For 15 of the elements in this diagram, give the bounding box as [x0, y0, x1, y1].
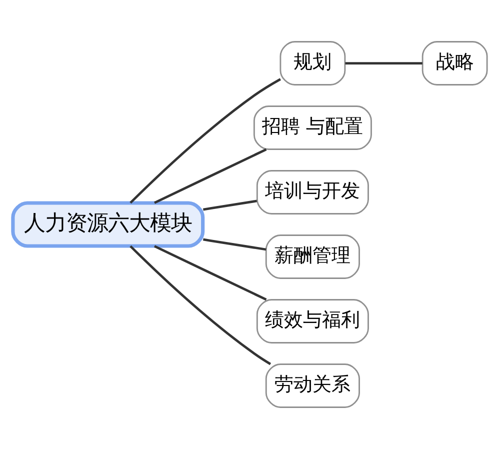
node-box: 招聘 与配置	[253, 106, 372, 150]
node-box: 培训与开发	[256, 170, 369, 214]
node-box: 人力资源六大模块	[11, 201, 205, 248]
node-box: 战略	[422, 41, 488, 86]
node-box: 劳动关系	[265, 364, 360, 408]
connector	[130, 245, 272, 366]
node-box: 绩效与福利	[256, 299, 369, 344]
connector	[345, 62, 422, 64]
connector	[203, 200, 257, 211]
connector	[203, 238, 266, 251]
node-box: 规划	[280, 41, 346, 86]
connector	[154, 245, 267, 301]
connector	[130, 78, 281, 204]
connector	[154, 148, 267, 204]
node-box: 薪酬管理	[265, 234, 360, 279]
